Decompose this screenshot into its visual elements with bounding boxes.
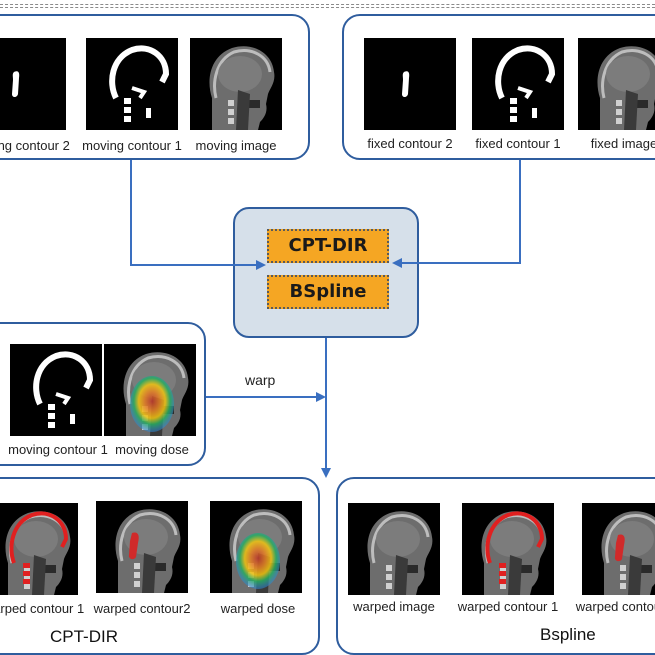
moving-contour-1-caption: moving contour 1 [82,138,182,153]
fixed-inputs-panel: fixed contour 2 fixed contour 1 fixed im… [342,14,655,160]
cpt-warped-contour-1-image [0,503,78,595]
registration-methods-box: CPT-DIR BSpline [233,207,419,338]
moving-contour-1-dose-caption: moving contour 1 [8,442,108,457]
moving-dose-panel: moving contour 1 moving dose [0,322,206,466]
bspline-panel-title: Bspline [540,625,596,644]
cpt-warped-contour-2-image [96,501,188,593]
fixed-contour-1-caption: fixed contour 1 [475,136,561,151]
fixed-contour-2-caption: fixed contour 2 [367,136,453,151]
moving-image-thumbnail [190,38,282,130]
moving-inputs-panel: moving contour 2 moving contour 1 moving… [0,14,310,160]
moving-contour-1-image [86,38,178,130]
moving-contour-2-image [0,38,66,130]
cpt-warped-dose-image [210,501,302,593]
fixed-contour-2-image [364,38,456,130]
warp-label: warp [245,372,276,388]
top-dashed-line [0,4,655,5]
cpt-dir-method-label: CPT-DIR [267,229,389,263]
cpt-warped-dose-caption: warped dose [220,601,296,616]
fixed-contour-1-image [472,38,564,130]
moving-dose-caption: moving dose [115,442,189,457]
cpt-dir-panel-title: CPT-DIR [50,627,118,646]
bspline-results-panel: warped image warped contour 1 warped con… [336,477,655,655]
fixed-image-caption: fixed image [590,136,655,151]
fixed-image-thumbnail [578,38,655,130]
moving-dose-image [104,344,196,436]
bspline-warped-image-caption: warped image [353,599,435,614]
moving-contour-1-dose-image [10,344,102,436]
bspline-warped-contour-1-image [462,503,554,595]
bspline-method-label: BSpline [267,275,389,309]
bspline-warped-contour-2-image [582,503,655,595]
bspline-warped-image [348,503,440,595]
top-dashed-line-2 [0,7,655,8]
bspline-warped-contour-2-caption: warped contour 2 [575,599,655,614]
cpt-warped-contour-2-caption: warped contour2 [93,601,191,616]
moving-image-caption: moving image [195,138,277,153]
bspline-warped-contour-1-caption: warped contour 1 [457,599,559,614]
moving-contour-2-caption: moving contour 2 [0,138,70,153]
cpt-warped-contour-1-caption: warped contour 1 [0,601,85,616]
cpt-dir-results-panel: warped contour 1 warped contour2 warped … [0,477,320,655]
